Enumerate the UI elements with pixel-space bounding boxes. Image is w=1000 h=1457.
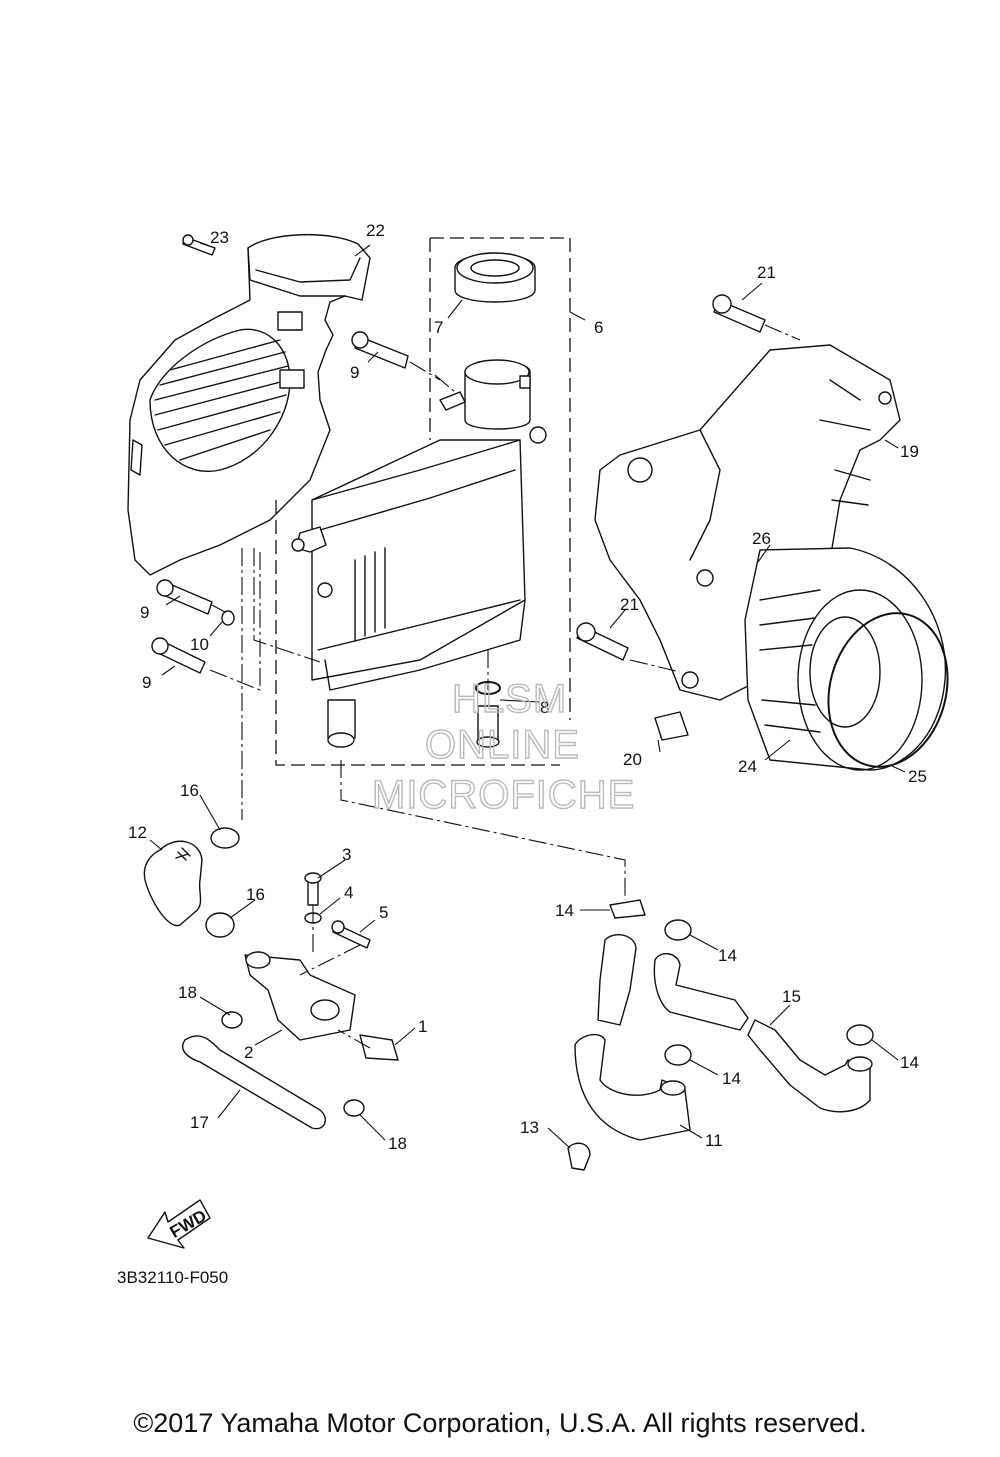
leader-lines <box>149 242 906 1149</box>
callout-4: 4 <box>344 883 353 902</box>
radiator-cap <box>454 252 536 303</box>
callout-16-upper: 16 <box>180 781 199 800</box>
watermark-line-1: HLSM <box>452 677 567 721</box>
callout-21-lower: 21 <box>620 595 639 614</box>
callout-12: 12 <box>128 823 147 842</box>
callout-7: 7 <box>434 318 443 337</box>
callout-9-middle: 9 <box>140 603 149 622</box>
cylinder-shroud <box>594 344 901 701</box>
watermark: HLSM ONLINE MICROFICHE <box>371 676 635 817</box>
watermark-line-2: ONLINE <box>425 723 580 767</box>
hoses-right <box>567 899 874 1171</box>
callout-18-upper: 18 <box>178 983 197 1002</box>
callout-16-lower: 16 <box>246 885 265 904</box>
callout-5: 5 <box>379 903 388 922</box>
assembly-lines <box>209 324 801 1049</box>
callout-18-lower: 18 <box>388 1134 407 1153</box>
copyright-notice: ©2017 Yamaha Motor Corporation, U.S.A. A… <box>133 1408 867 1438</box>
callout-14-b: 14 <box>718 946 737 965</box>
callout-23: 23 <box>210 228 229 247</box>
hose-12 <box>143 840 203 927</box>
callout-8: 8 <box>540 698 549 717</box>
watermark-line-3: MICROFICHE <box>372 773 635 817</box>
diagram-code: 3B32110-F050 <box>117 1268 228 1287</box>
callout-25: 25 <box>908 767 927 786</box>
callout-22: 22 <box>366 221 385 240</box>
callout-20: 20 <box>623 750 642 769</box>
thermostat-group <box>182 872 399 1130</box>
callout-17: 17 <box>190 1113 209 1132</box>
clamps-16 <box>205 827 240 938</box>
radiator-cover-part <box>127 233 371 576</box>
callout-15: 15 <box>782 987 801 1006</box>
forward-arrow-icon: FWD <box>147 1199 211 1249</box>
o-ring <box>827 612 949 768</box>
callout-19: 19 <box>900 442 919 461</box>
callout-6: 6 <box>594 318 603 337</box>
callout-9-lower: 9 <box>142 673 151 692</box>
callout-3: 3 <box>342 845 351 864</box>
callout-24: 24 <box>738 757 757 776</box>
callout-labels: 1 2 3 4 5 6 7 8 9 9 9 10 11 12 13 14 14 … <box>128 221 927 1153</box>
callout-26: 26 <box>752 529 771 548</box>
exploded-parts-diagram: FWD 3B32110-F050 1 2 3 4 5 6 7 8 9 9 9 1… <box>117 221 949 1287</box>
radiator-assembly <box>275 237 571 766</box>
callout-1: 1 <box>418 1017 427 1036</box>
callout-14-c: 14 <box>722 1069 741 1088</box>
callout-11: 11 <box>705 1131 723 1150</box>
callout-14-a: 14 <box>555 901 574 920</box>
damper <box>654 711 689 741</box>
callout-14-d: 14 <box>900 1053 919 1072</box>
callout-10: 10 <box>190 635 209 654</box>
callout-9-upper: 9 <box>350 363 359 382</box>
callout-21-upper: 21 <box>757 263 776 282</box>
callout-13: 13 <box>520 1118 539 1137</box>
callout-2: 2 <box>244 1043 253 1062</box>
fan-housing <box>744 547 947 771</box>
